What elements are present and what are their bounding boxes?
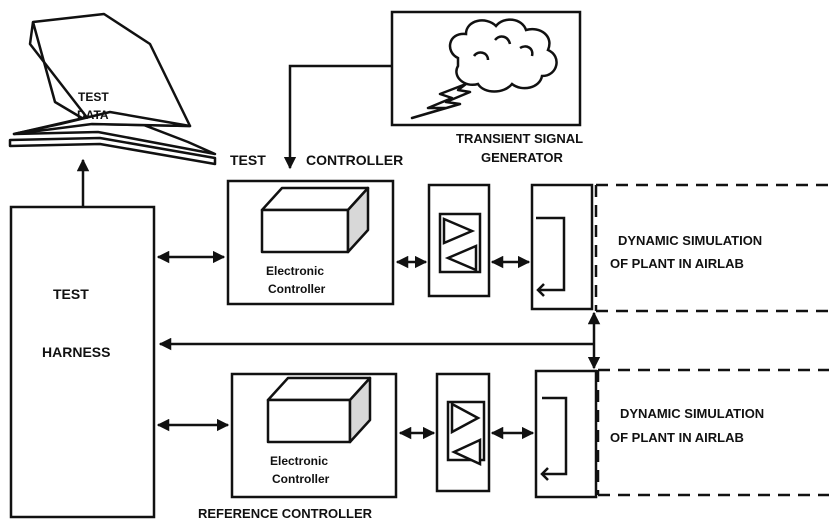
amplifier-block-bottom (435, 372, 491, 493)
test-data-label-2: DATA (77, 108, 109, 122)
controller-label-bottom-1: Electronic (270, 454, 328, 468)
test-controller-label-2: CONTROLLER (306, 152, 403, 168)
test-harness-box (9, 205, 156, 519)
simulation-region-bottom (596, 368, 829, 497)
signal-generator-label-2: GENERATOR (481, 150, 563, 165)
test-harness-label-1: TEST (53, 286, 89, 302)
simulation-label-top-2: OF PLANT IN AIRLAB (610, 256, 744, 271)
controller-label-top-1: Electronic (266, 264, 324, 278)
controller-label-top-2: Controller (268, 282, 326, 296)
test-data-label-1: TEST (78, 90, 109, 104)
signal-generator-label-1: TRANSIENT SIGNAL (456, 131, 583, 146)
simulation-label-bottom-1: DYNAMIC SIMULATION (620, 406, 764, 421)
signal-to-controller-arrow (283, 64, 392, 170)
controller-label-bottom-2: Controller (272, 472, 330, 486)
reference-controller-label: REFERENCE CONTROLLER (198, 506, 373, 521)
simulation-label-bottom-2: OF PLANT IN AIRLAB (610, 430, 744, 445)
lightning-bolt-icon (410, 82, 472, 120)
interface-panel-bottom (534, 369, 598, 499)
test-controller-label-1: TEST (230, 152, 266, 168)
test-data-book-icon (8, 12, 217, 166)
test-harness-label-2: HARNESS (42, 344, 110, 360)
simulation-region-top (594, 183, 829, 313)
amplifier-block-top (427, 183, 491, 298)
storm-cloud-icon (448, 18, 558, 93)
controller-unit-icon (260, 186, 370, 254)
controller-unit-icon (266, 376, 372, 444)
interface-panel-top (530, 183, 594, 311)
simulation-label-top-1: DYNAMIC SIMULATION (618, 233, 762, 248)
